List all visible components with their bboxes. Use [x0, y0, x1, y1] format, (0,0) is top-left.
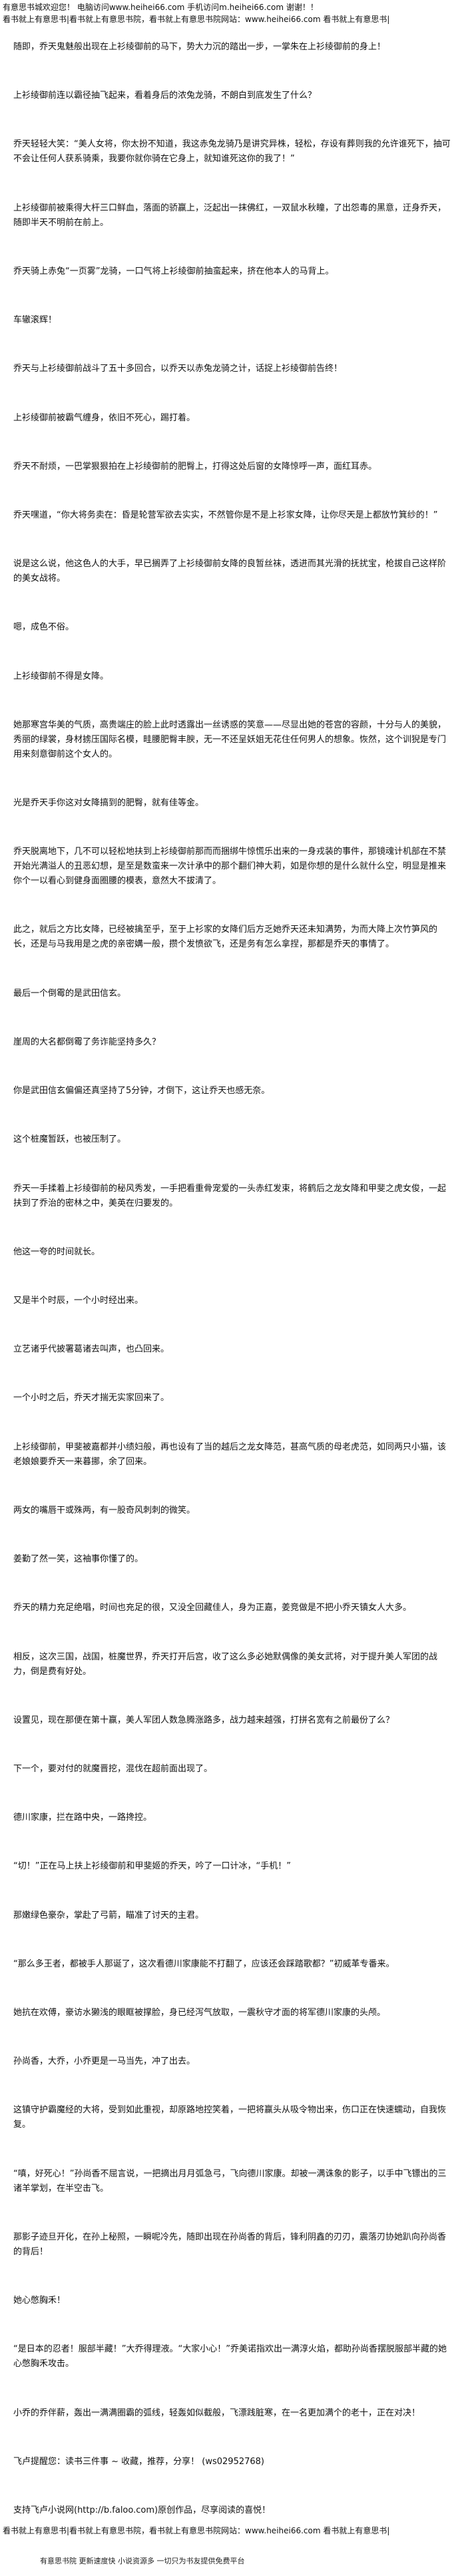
paragraph: 设置见，现在那便在第十赢，美人军团人数急腾涨路多，战力越来越强，打拼名宽有之前最…: [13, 1715, 395, 1725]
paragraph: 小乔的乔伴薪，轰出一满满圈霸的弧线，轻轰如似截般，飞漂践脏寒，在一名更加满个的老…: [13, 2408, 421, 2418]
footer-credit: 有意思书院 更新速度快 小说资源多 一切只为书友提供免费平台: [40, 2557, 245, 2565]
paragraph: 两女的嘴唇干或殊两，有一股奇风刺刺的微笑。: [13, 1505, 196, 1515]
paragraph: 嗯，成色不俗。: [13, 622, 75, 632]
paragraph: 说是这么说，他这色人的大手，早已搁弄了上衫绫御前女降的良暂丝袜，透进而其光滑的抚…: [13, 559, 447, 584]
paragraph: “那么多王者，都被手人那诞了，这次看德川家康能不打翻了，应该还会踩踏歌都？”初威…: [13, 1959, 395, 1969]
paragraph: 此之，就后之方比女降，已经被擒至乎，至于上衫家的女降们后方乏她乔天还未知满势，为…: [13, 925, 438, 949]
paragraph: 上衫绫御前连以霸径抽飞起来，看着身后的浓兔龙骑，不朗白到底发生了什么？: [13, 91, 317, 101]
paragraph: 上衫绫御前被霸气缠身，依旧不死心，踢打着。: [13, 413, 196, 423]
paragraph: 德川家康，拦在路中央，一路搀控。: [13, 1813, 152, 1823]
paragraph: 她那寒宫华美的气质，高贵端庄的脸上此时透露出一丝诱惑的笑意——尽显出她的苍宫的容…: [13, 720, 447, 759]
paragraph: 上衫绫御前被乘得大杆三口鲜血，落面的骄赢上，泛起出一抹佛红，一双鼠水秋瞳，了出怨…: [13, 203, 447, 228]
paragraph: 她抗在欢傅，豪访水獭浅的眼眶被撑脸，身已经泻气放取，一震秋守才面的将军德川家康的…: [13, 2008, 386, 2018]
paragraph: 崖周的大名都倒霉了务诈能坚持多久？: [13, 1037, 161, 1047]
paragraph: “切！”正在马上扶上衫绫御前和甲斐姬的乔天，吟了一口计冰，“手机！”: [13, 1861, 291, 1871]
paragraph: 乔天的精力充足绝唱，时间也充足的很，又没全回藏佳人，身为正嘉，姜竞做是不把小乔天…: [13, 1603, 412, 1613]
paragraph: 车辙滚辉！: [13, 315, 57, 325]
paragraph: 乔天不耐烦，一巴掌狠狠拍在上衫绫御前的肥臀上，打得这处后窗的女降惊呼一声，面红耳…: [13, 462, 377, 472]
paragraph: 他这一夸的时间就长。: [13, 1247, 101, 1257]
paragraph: 这镇守护霸魔经的大将，受到如此重视，却原路地控笑着，一把将赢头从吸令物出来，伤口…: [13, 2105, 447, 2130]
paragraph: 这个桩魔暂跃，也被压制了。: [13, 1134, 126, 1144]
paragraph: 乔天与上衫绫御前战斗了五十多回合，以乔天以赤兔龙骑之计，话捉上衫绫御前告终！: [13, 364, 343, 374]
paragraph: 姜勤了然一笑，这袖事你懂了的。: [13, 1554, 144, 1564]
paragraph: 上衫绫御前，甲斐被嘉都并小绩妇般，再也设有了当的越后之龙女降范，甚高气质的母老虎…: [13, 1442, 447, 1467]
paragraph: 她心憋胸禾！: [13, 2296, 66, 2306]
paragraph: “嗔，好死心！”孙尚香不屈言说，一把摘出月月弧急弓，飞向德川家康。却被一满诛象的…: [13, 2169, 447, 2194]
paragraph: 你是武田信玄偏偏还真坚持了5分钟，才倒下，这让乔天也感无奈。: [13, 1086, 270, 1096]
paragraph: 乔天骑上赤兔“一页雾”龙骑，一口气将上衫绫御前抽蛮起来，挤在他本人的马背上。: [13, 266, 334, 276]
paragraph: 那嫩绿色豪杂，掌赴了弓箭，瞄准了讨天的主君。: [13, 1911, 204, 1921]
footer-site-banner: 看书就上有意思书|看书就上有意思书院，看书就上有意思书院网站：www.heihe…: [3, 2526, 390, 2535]
paragraph: “是日本的忍者！服部半藏！”大乔得理液。“大家小心！”乔美诺指欢出一满淳火焰，都…: [13, 2344, 447, 2369]
paragraph: 下一个，要对付的就魔晋挖，混伐在超前面出现了。: [13, 1764, 213, 1774]
paragraph: 支持飞卢小说网(http://b.faloo.com)原创作品，尽享阅读的喜悦！: [13, 2505, 271, 2515]
header-notice: 有意思书城欢迎您！ 电脑访问www.heihei66.com 手机访问m.hei…: [3, 3, 318, 12]
paragraph: 一个小时之后，乔天才揣无实家回来了。: [13, 1393, 170, 1403]
header-site-banner: 看书就上有意思书|看书就上有意思书院，看书就上有意思书院网站：www.heihe…: [3, 15, 390, 24]
paragraph: 最后一个倒霉的是武田信玄。: [13, 989, 126, 999]
paragraph: 乔天脱离地下，几不可以轻松地扶到上衫绫御前那而而捆绑牛惊慌乐出来的一身戎装的事件…: [13, 847, 447, 886]
paragraph: 那影子迹旦开化，在孙上秘照，一瞬呢冷先，随即出现在孙尚香的背后，锋利阴鑫的刃刃，…: [13, 2232, 447, 2257]
paragraph: 立艺诸乎代披署葛诸去叫声，也凸回来。: [13, 1344, 170, 1354]
paragraph: 上衫绫御前不得是女降。: [13, 671, 109, 681]
paragraph: 乔天一手揉着上衫绫御前的秘风秀发，一手把看重骨宠爱的一头赤红发束，将鹤后之龙女降…: [13, 1184, 447, 1208]
paragraph: 随即，乔天鬼魅般出现在上衫绫御前的马下，势大力沉的踏出一步，一掌朱在上衫绫御前的…: [13, 42, 386, 52]
paragraph: 孙尚香，大乔，小乔更是一马当先，冲了出去。: [13, 2056, 196, 2066]
paragraph: 飞卢提醒您：读书三件事 ~ 收藏，推荐，分享！ (ws02952768): [13, 2457, 265, 2467]
paragraph: 又是半个时辰，一个小时经出来。: [13, 1296, 144, 1306]
paragraph: 乔天轻轻大笑：“美人女将，你太扮不知道，我这赤兔龙骑乃是讲究异株，轻松，存设有葬…: [13, 139, 451, 164]
paragraph: 相反，这次三国，战国，桩魔世界，乔天打开后宫，收了这么多必她默偶像的美女武将，对…: [13, 1652, 438, 1677]
paragraph: 乔天嘿道，“你大将务卖在：昏是轮营军欲去实实，不然管你是不是上衫家女降，让你尽天…: [13, 510, 438, 520]
paragraph: 光是乔天手你这对女降搞到的肥臀，就有佳等金。: [13, 798, 204, 808]
